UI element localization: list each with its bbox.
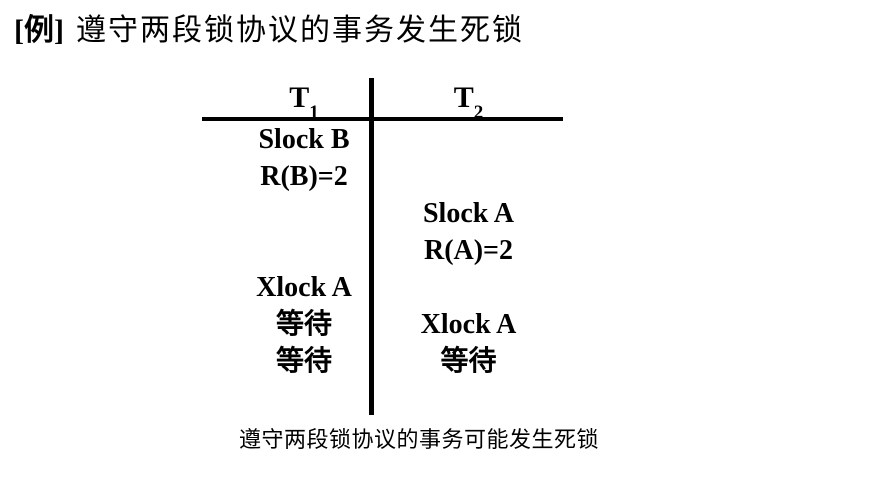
cell-t2 xyxy=(374,158,563,195)
column-header-t1-label: T xyxy=(289,81,310,114)
column-header-t1-subscript: 1 xyxy=(309,102,319,123)
cell-t2: 等待 xyxy=(440,346,497,377)
cell-t1: R(B)=2 xyxy=(260,161,348,192)
column-header-t2: T2 xyxy=(374,78,563,122)
cell-t2: Xlock A xyxy=(420,309,517,340)
page-title-text: 遵守两段锁协议的事务发生死锁 xyxy=(75,14,524,47)
cell-t2 xyxy=(374,269,563,306)
cell-t2: R(A)=2 xyxy=(423,235,514,266)
table-row: 等待 Xlock A xyxy=(202,306,563,343)
table-header-row: T1 T2 xyxy=(202,78,563,122)
cell-t1 xyxy=(202,232,374,269)
cell-t1: 等待 xyxy=(275,346,332,377)
cell-t2 xyxy=(374,121,563,158)
table-row: R(B)=2 xyxy=(202,158,563,195)
table-row: Slock B xyxy=(202,121,563,158)
column-header-t2-label: T xyxy=(453,81,474,114)
cell-t1: Xlock A xyxy=(256,272,352,303)
table-row: Slock A xyxy=(202,195,563,232)
cell-t1: 等待 xyxy=(275,309,332,340)
caption: 遵守两段锁协议的事务可能发生死锁 xyxy=(239,427,600,452)
table-row: 等待 等待 xyxy=(202,343,563,380)
example-tag: [例] xyxy=(14,14,64,47)
column-divider-line xyxy=(369,78,374,415)
page-title: [例] 遵守两段锁协议的事务发生死锁 xyxy=(14,12,524,50)
table-row: Xlock A xyxy=(202,269,563,306)
header-underline xyxy=(202,117,563,121)
cell-t2: Slock A xyxy=(422,198,515,229)
column-header-t2-subscript: 2 xyxy=(473,102,484,123)
cell-t1 xyxy=(202,195,374,232)
table-row: R(A)=2 xyxy=(202,232,563,269)
cell-t1: Slock B xyxy=(258,124,350,155)
column-header-t1: T1 xyxy=(202,78,374,122)
